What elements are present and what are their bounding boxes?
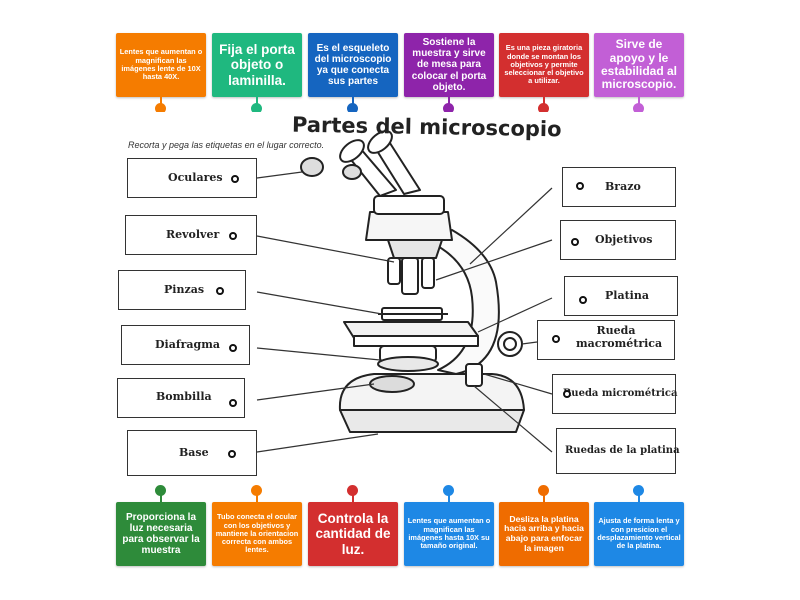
answer-card-top-4[interactable]: Sostiene la muestra y sirve de mesa para… [404, 33, 494, 97]
label-text: Ruedas de la platina [565, 445, 680, 456]
microscope-illustration [256, 130, 553, 453]
label-box-objetivos: Objetivos [560, 220, 676, 260]
answer-card-bottom-4[interactable]: Lentes que aumentan o magnifican las imá… [404, 502, 494, 566]
card-pin [347, 485, 358, 496]
answer-card-top-1[interactable]: Lentes que aumentan o magnifican las imá… [116, 33, 206, 97]
card-text: Fija el porta objeto o laminilla. [219, 42, 295, 88]
card-pin-stem [352, 97, 354, 105]
label-text: Brazo [605, 180, 641, 193]
drop-target[interactable] [229, 232, 237, 240]
label-box-base: Base [127, 430, 257, 476]
card-pin [633, 103, 644, 114]
label-box-platina: Platina [564, 276, 678, 316]
card-pin-stem [352, 494, 354, 502]
card-text: Controla la cantidad de luz. [315, 511, 391, 557]
card-pin [443, 103, 454, 114]
answer-card-top-6[interactable]: Sirve de apoyo y le estabilidad al micro… [594, 33, 684, 97]
card-text: Es el esqueleto del microscopio ya que c… [314, 42, 392, 88]
answer-card-bottom-3[interactable]: Controla la cantidad de luz. [308, 502, 398, 566]
card-pin [443, 485, 454, 496]
label-box-revolver: Revolver [125, 215, 257, 255]
card-text: Es una pieza giratoria donde se montan l… [504, 43, 584, 86]
label-text: Rueda macrométrica [576, 324, 663, 350]
drop-target[interactable] [216, 287, 224, 295]
card-text: Sostiene la muestra y sirve de mesa para… [411, 37, 487, 93]
answer-card-bottom-1[interactable]: Proporciona la luz necesaria para observ… [116, 502, 206, 566]
card-pin [538, 103, 549, 114]
worksheet-instruction: Recorta y pega las etiquetas en el lugar… [128, 140, 325, 150]
label-box-ruedas-platina: Ruedas de la platina [556, 428, 680, 474]
card-pin-stem [543, 494, 545, 502]
card-pin [347, 103, 358, 114]
answer-card-top-2[interactable]: Fija el porta objeto o laminilla. [212, 33, 302, 97]
label-box-oculares: Oculares [127, 158, 257, 198]
card-pin [538, 485, 549, 496]
drop-target[interactable] [571, 238, 579, 246]
card-pin-stem [160, 97, 162, 105]
card-text: Ajusta de forma lenta y con presicion el… [597, 516, 681, 551]
answer-card-bottom-5[interactable]: Desliza la platina hacia arriba y hacia … [499, 502, 589, 566]
label-text: Revolver [166, 228, 220, 241]
drop-target[interactable] [576, 182, 584, 190]
card-text: Proporciona la luz necesaria para observ… [122, 511, 200, 557]
answer-card-top-5[interactable]: Es una pieza giratoria donde se montan l… [499, 33, 589, 97]
card-text: Tubo conecta el ocular con los objetivos… [215, 512, 299, 555]
card-pin-stem [448, 97, 450, 105]
label-box-diafragma: Diafragma [121, 325, 250, 365]
label-text: Base [179, 446, 209, 459]
card-pin-stem [160, 494, 162, 502]
label-text: Diafragma [155, 338, 220, 351]
answer-card-top-3[interactable]: Es el esqueleto del microscopio ya que c… [308, 33, 398, 97]
worksheet-title: Partes del microscopio [291, 112, 562, 142]
card-pin [633, 485, 644, 496]
card-pin-stem [448, 494, 450, 502]
card-text: Sirve de apoyo y le estabilidad al micro… [600, 37, 678, 92]
label-box-brazo: Brazo [562, 167, 676, 207]
card-pin-stem [543, 97, 545, 105]
drop-target[interactable] [229, 399, 237, 407]
drop-target[interactable] [229, 344, 237, 352]
label-text: Pinzas [164, 283, 205, 296]
card-pin-stem [638, 494, 640, 502]
label-text: Oculares [168, 171, 223, 184]
card-text: Lentes que aumentan o magnifican las imá… [119, 47, 203, 82]
answer-card-bottom-6[interactable]: Ajusta de forma lenta y con presicion el… [594, 502, 684, 566]
drop-target[interactable] [563, 390, 571, 398]
label-box-rueda-macrometrica: Rueda macrométrica [537, 320, 675, 360]
drop-target[interactable] [231, 175, 239, 183]
card-pin [155, 485, 166, 496]
label-text: Objetivos [595, 233, 653, 246]
card-text: Desliza la platina hacia arriba y hacia … [504, 513, 584, 553]
card-text: Lentes que aumentan o magnifican las imá… [407, 516, 491, 551]
label-box-bombilla: Bombilla [117, 378, 245, 418]
drop-target[interactable] [228, 450, 236, 458]
card-pin [155, 103, 166, 114]
answer-card-bottom-2[interactable]: Tubo conecta el ocular con los objetivos… [212, 502, 302, 566]
label-text: Rueda micrométrica [563, 388, 678, 399]
drop-target[interactable] [552, 335, 560, 343]
label-text: Bombilla [156, 390, 212, 403]
card-pin-stem [256, 97, 258, 105]
drop-target[interactable] [579, 296, 587, 304]
card-pin-stem [638, 97, 640, 105]
card-pin [251, 485, 262, 496]
label-box-rueda-micrometrica: Rueda micrométrica [552, 374, 678, 414]
label-box-pinzas: Pinzas [118, 270, 246, 310]
card-pin [251, 103, 262, 114]
card-pin-stem [256, 494, 258, 502]
worksheet-image: Partes del microscopio Recorta y pega la… [112, 112, 688, 482]
label-text: Platina [605, 289, 649, 302]
